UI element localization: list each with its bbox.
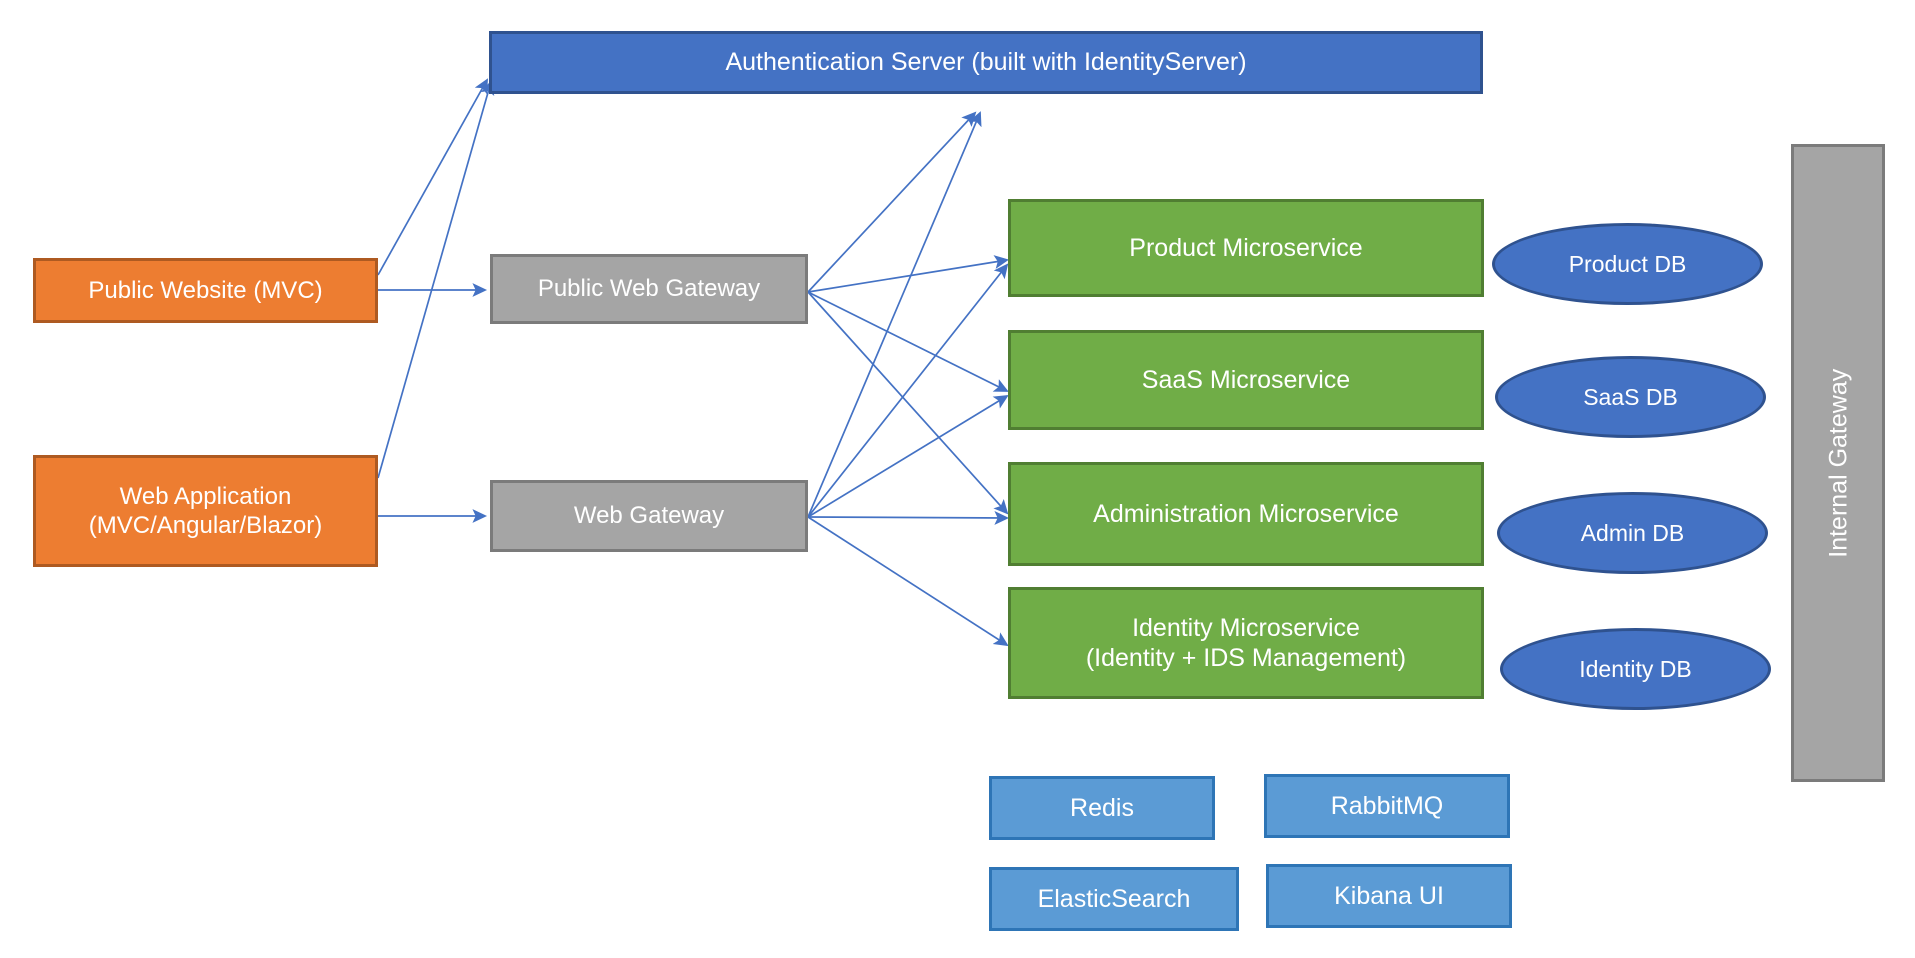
product-db-label: Product DB [1568,250,1687,277]
saas-db-node[interactable]: SaaS DB [1495,356,1766,438]
internal-gateway-node[interactable]: Internal Gateway [1791,144,1885,782]
internal-gateway-label: Internal Gateway [1823,368,1852,558]
administration-microservice-node[interactable]: Administration Microservice [1008,462,1484,566]
public-website-label: Public Website (MVC) [88,276,323,304]
web-gateway-node[interactable]: Web Gateway [490,480,808,552]
connector-public-gateway-to-administration [807,291,1009,515]
connector-public-gateway-to-product [807,255,1010,293]
connector-public-gateway-to-auth [807,111,977,293]
connector-public-website-to-auth [377,78,488,276]
connector-web-gateway-to-identity [807,516,1009,647]
saas-microservice-label: SaaS Microservice [1141,365,1351,394]
public-website-node[interactable]: Public Website (MVC) [33,258,378,323]
connector-web-gateway-to-saas [807,394,1009,518]
rabbitmq-label: RabbitMQ [1330,791,1444,820]
identity-microservice-label-line-1: Identity Microservice [1132,613,1360,642]
connector-public-gateway-to-saas [807,291,1009,392]
public-web-gateway-node[interactable]: Public Web Gateway [490,254,808,324]
admin-db-label: Admin DB [1580,519,1685,546]
redis-node[interactable]: Redis [989,776,1215,840]
web-application-node[interactable]: Web Application (MVC/Angular/Blazor) [33,455,378,567]
web-gateway-label: Web Gateway [573,502,725,530]
saas-microservice-node[interactable]: SaaS Microservice [1008,330,1484,430]
saas-db-label: SaaS DB [1583,383,1678,410]
authentication-server-label: Authentication Server (built with Identi… [725,48,1247,77]
admin-db-node[interactable]: Admin DB [1497,492,1768,574]
connector-web-gateway-to-product [807,263,1009,518]
identity-microservice-node[interactable]: Identity Microservice (Identity + IDS Ma… [1008,587,1484,699]
kibana-ui-node[interactable]: Kibana UI [1266,864,1512,928]
identity-db-node[interactable]: Identity DB [1500,628,1771,710]
connector-web-gateway-to-auth [807,111,982,518]
product-db-node[interactable]: Product DB [1492,223,1763,305]
identity-microservice-label-line-2: (Identity + IDS Management) [1085,644,1407,672]
connector-web-gateway-to-administration [807,510,1010,525]
connector-web-application-to-auth [377,80,495,479]
web-application-label-line-1: Web Application [119,482,292,510]
web-application-label-line-2: (MVC/Angular/Blazor) [88,512,323,539]
authentication-server-node[interactable]: Authentication Server (built with Identi… [489,31,1483,94]
identity-db-label: Identity DB [1579,655,1692,682]
rabbitmq-node[interactable]: RabbitMQ [1264,774,1510,838]
elasticsearch-label: ElasticSearch [1037,884,1191,913]
redis-label: Redis [1070,793,1134,822]
elasticsearch-node[interactable]: ElasticSearch [989,867,1239,931]
public-web-gateway-label: Public Web Gateway [537,275,761,303]
kibana-ui-label: Kibana UI [1334,881,1444,910]
product-microservice-label: Product Microservice [1129,233,1363,262]
administration-microservice-label: Administration Microservice [1093,499,1399,528]
product-microservice-node[interactable]: Product Microservice [1008,199,1484,297]
